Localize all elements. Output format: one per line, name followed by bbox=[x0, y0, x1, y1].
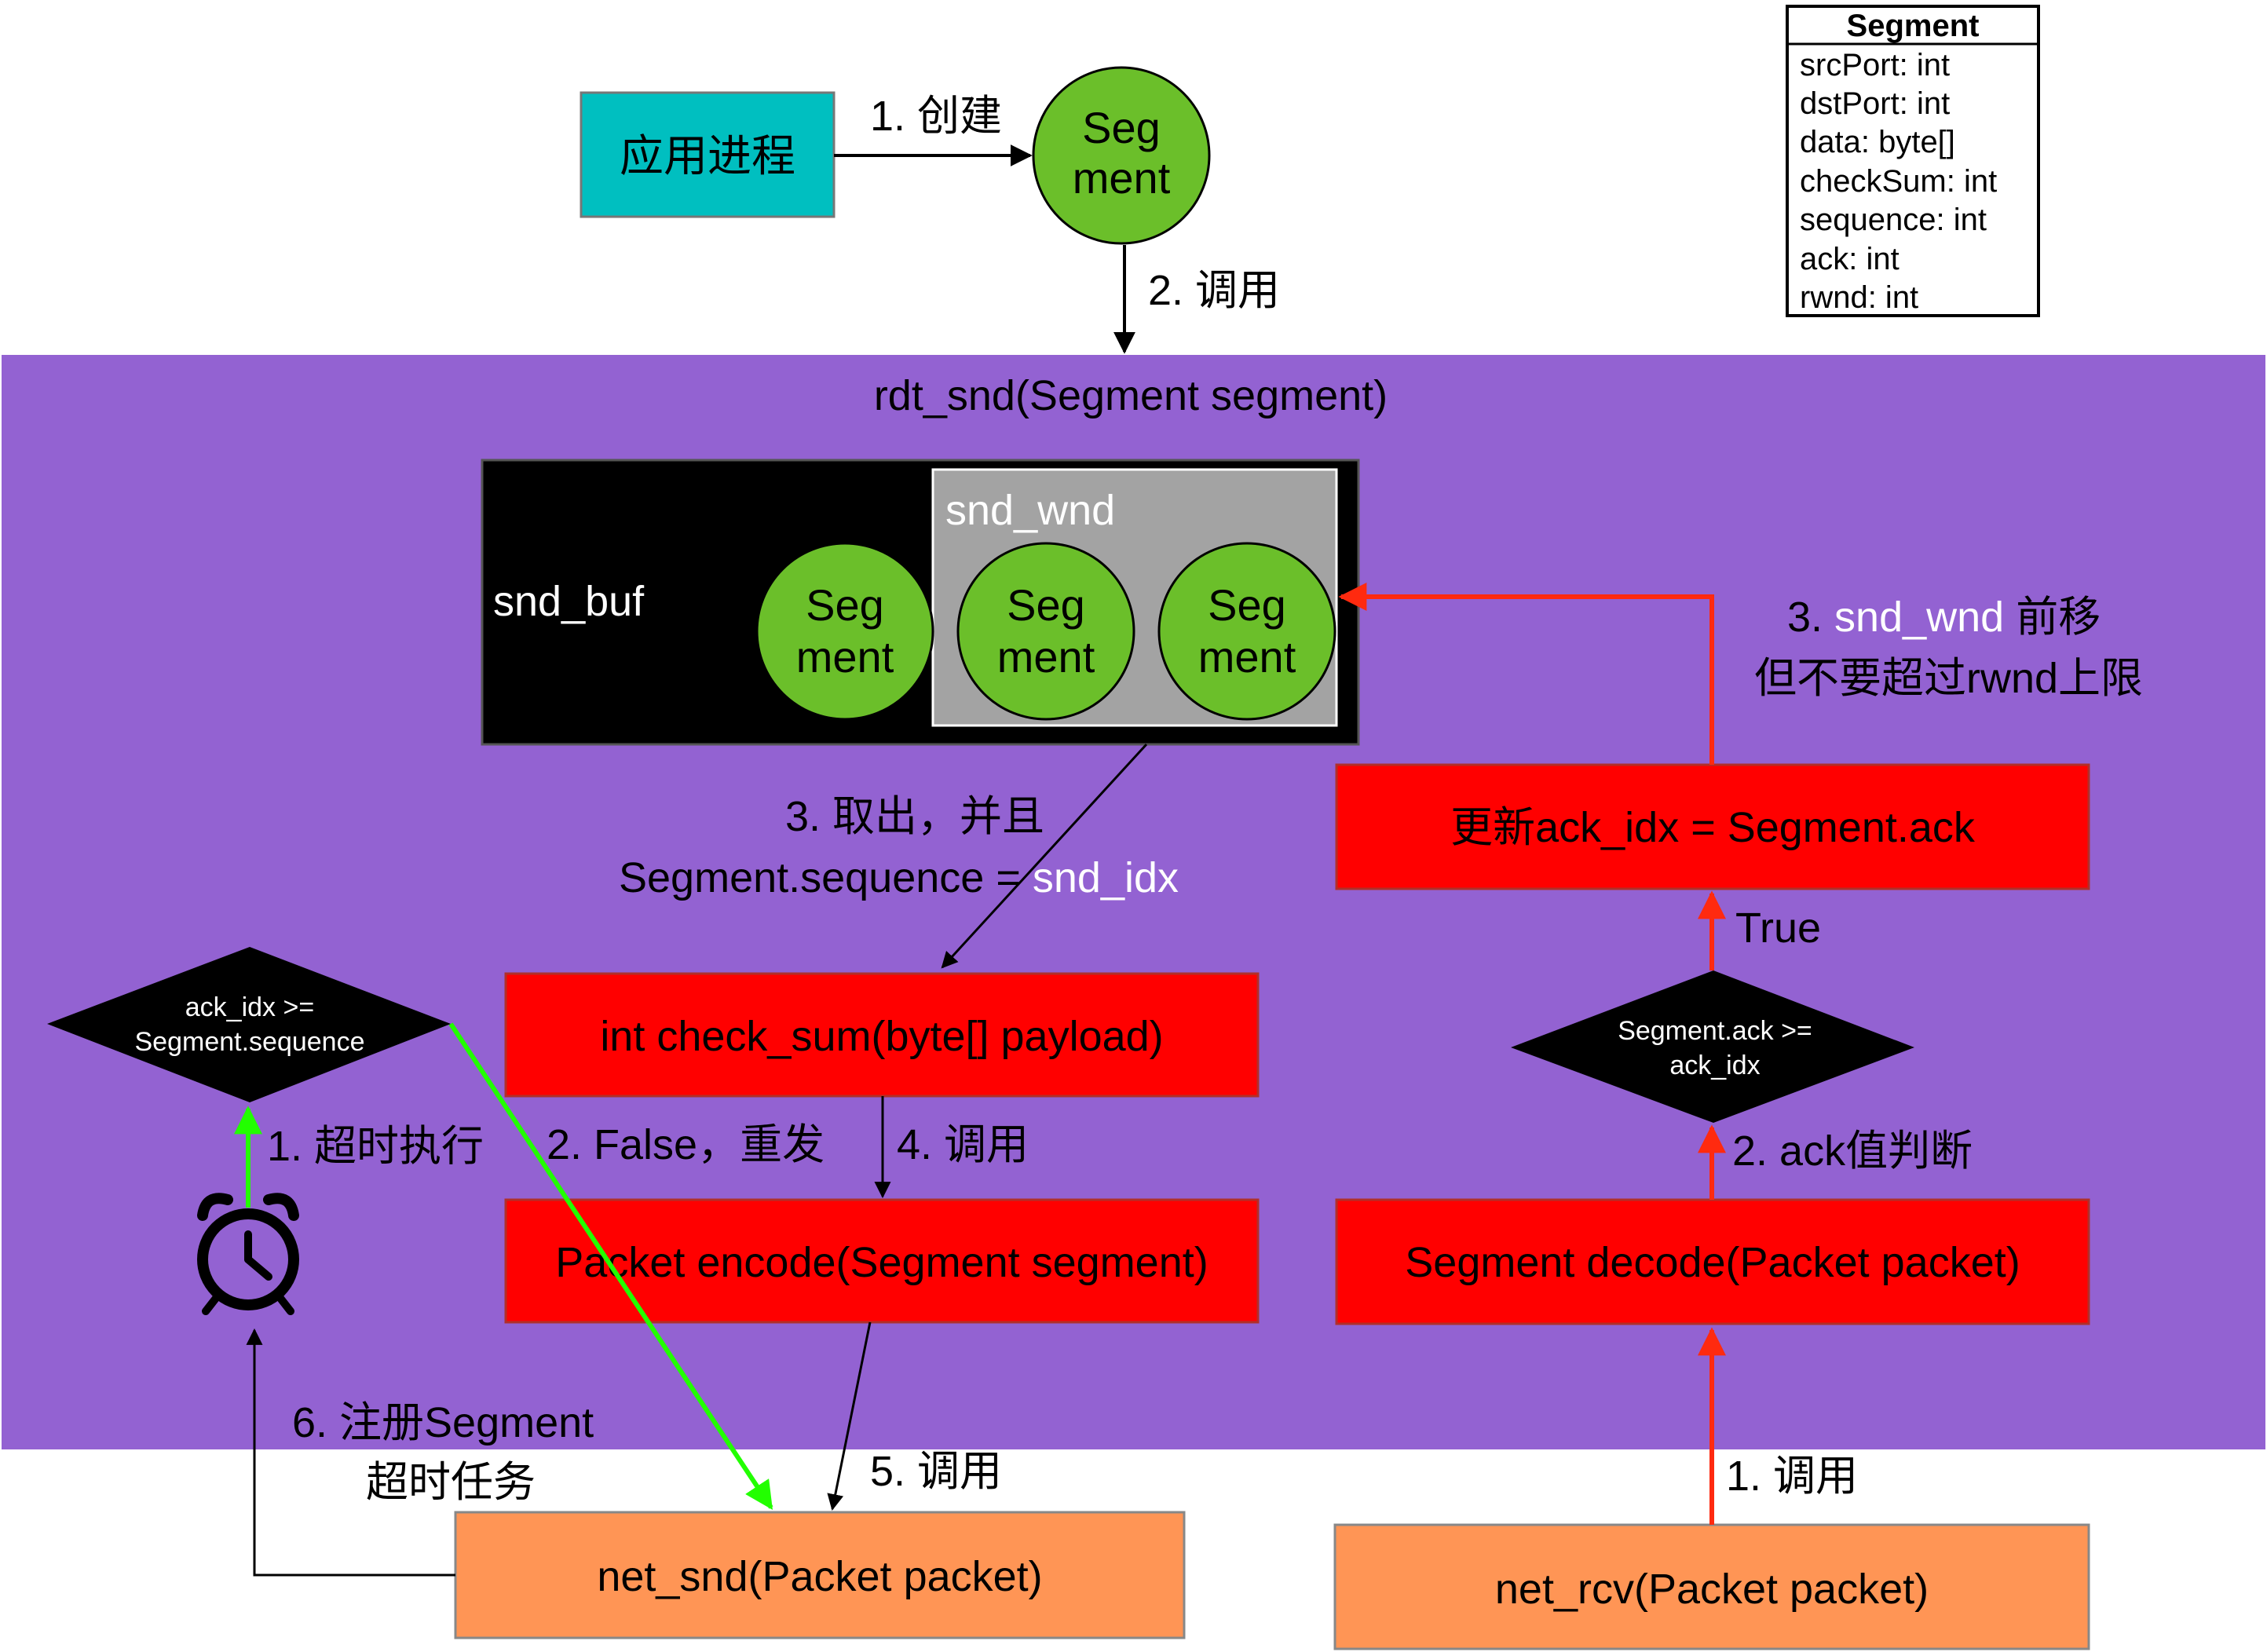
segment-circle-label: ment bbox=[1198, 632, 1296, 682]
take-out-arrow bbox=[941, 743, 1148, 969]
update-ack-prefix: 更新 bbox=[1450, 804, 1535, 851]
ack-decision-label-1: Segment.ack >= bbox=[1618, 1016, 1812, 1046]
segment-class-box: Segment srcPort: int dstPort: int data: … bbox=[1786, 5, 2040, 317]
wnd-move-arrow bbox=[1338, 583, 1714, 765]
create-label: 1. 创建 bbox=[870, 93, 1002, 140]
net-rcv-label: net_rcv(Packet packet) bbox=[1495, 1566, 1929, 1613]
update-ack-label: 更新ack_idx = Segment.ack bbox=[1450, 804, 1976, 851]
segment-field: dstPort: int bbox=[1800, 86, 1950, 121]
segment-field: srcPort: int bbox=[1800, 48, 1950, 82]
segment-circle-buf-1: Seg ment bbox=[755, 542, 934, 721]
wnd-move-label-1: 3. snd_wnd 前移 bbox=[1787, 594, 2101, 641]
segment-class-title: Segment bbox=[1847, 9, 1980, 43]
timeout-exec-label: 1. 超时执行 bbox=[267, 1123, 484, 1170]
decode-label: Segment decode(Packet packet) bbox=[1405, 1239, 2020, 1286]
segment-circle-label: Seg bbox=[806, 580, 884, 630]
segment-circle-label: ment bbox=[796, 632, 894, 682]
segment-field: ack: int bbox=[1800, 242, 1900, 276]
register-label-1: 6. 注册Segment bbox=[292, 1399, 594, 1446]
segment-circle-buf-2: Seg ment bbox=[956, 542, 1135, 721]
segment-circle-label: ment bbox=[997, 632, 1095, 682]
wnd-move-suffix: 前移 bbox=[2004, 594, 2101, 641]
ack-decision-label-2: ack_idx bbox=[1669, 1051, 1760, 1080]
rdt-snd-title: rdt_snd(Segment segment) bbox=[874, 372, 1388, 419]
decode-box bbox=[1335, 1198, 2090, 1325]
encode-label: Packet encode(Segment segment) bbox=[555, 1239, 1208, 1286]
segment-field: data: byte[] bbox=[1800, 125, 1955, 159]
segment-field: rwnd: int bbox=[1800, 280, 1918, 315]
segment-circle-top: Seg ment bbox=[1032, 66, 1211, 245]
call-net-snd-arrow bbox=[827, 1321, 872, 1511]
snd-wnd-label: snd_wnd bbox=[945, 487, 1115, 534]
checksum-box bbox=[504, 972, 1260, 1098]
wnd-move-snd-wnd: snd_wnd bbox=[1834, 594, 2004, 641]
net-snd-box bbox=[454, 1511, 1186, 1639]
take-out-sequence-text: Segment.sequence = bbox=[619, 854, 1033, 901]
false-resend-arrow bbox=[448, 1022, 773, 1511]
wnd-move-prefix: 3. bbox=[1787, 594, 1834, 641]
encode-box bbox=[504, 1198, 1260, 1324]
segment-circle-label: Seg bbox=[1208, 580, 1286, 630]
take-out-label: 3. 取出，并且 bbox=[785, 793, 1044, 840]
snd-buf-label: snd_buf bbox=[493, 578, 645, 625]
app-process-box bbox=[580, 91, 835, 218]
timeout-decision-label-2: Segment.sequence bbox=[135, 1027, 365, 1057]
segment-circle-buf-3: Seg ment bbox=[1157, 542, 1336, 721]
call-decode-label: 1. 调用 bbox=[1726, 1453, 1858, 1500]
app-process-label: 应用进程 bbox=[620, 131, 795, 181]
alarm-clock-icon bbox=[197, 1193, 299, 1315]
register-label-2: 超时任务 bbox=[366, 1459, 536, 1506]
net-rcv-box bbox=[1333, 1523, 2090, 1650]
segment-field: checkSum: int bbox=[1800, 164, 1997, 199]
call-rdt-label: 2. 调用 bbox=[1148, 267, 1280, 314]
checksum-label: int check_sum(byte[] payload) bbox=[600, 1013, 1163, 1060]
segment-circle-label: Seg bbox=[1082, 103, 1161, 152]
net-snd-label: net_snd(Packet packet) bbox=[597, 1553, 1042, 1600]
segment-circle-label: Seg bbox=[1007, 580, 1085, 630]
false-resend-label: 2. False，重发 bbox=[547, 1121, 825, 1168]
update-ack-expr: ack_idx = Segment.ack bbox=[1535, 804, 1976, 851]
ack-decision-diamond bbox=[1511, 970, 1914, 1123]
timeout-decision-label-1: ack_idx >= bbox=[185, 992, 314, 1022]
register-timeout-arrow bbox=[246, 1328, 455, 1577]
call-net-snd-label: 5. 调用 bbox=[870, 1448, 1002, 1495]
segment-field: sequence: int bbox=[1800, 203, 1987, 237]
take-out-sequence-label: Segment.sequence = snd_idx bbox=[619, 854, 1179, 901]
segment-circle-label: ment bbox=[1073, 153, 1171, 203]
wnd-move-label-2: 但不要超过rwnd上限 bbox=[1754, 655, 2143, 702]
true-label: True bbox=[1735, 905, 1821, 952]
timeout-decision-diamond bbox=[47, 947, 451, 1102]
take-out-snd-idx: snd_idx bbox=[1033, 854, 1179, 901]
call-encode-label: 4. 调用 bbox=[897, 1121, 1029, 1168]
ack-check-label: 2. ack值判断 bbox=[1732, 1128, 1973, 1175]
